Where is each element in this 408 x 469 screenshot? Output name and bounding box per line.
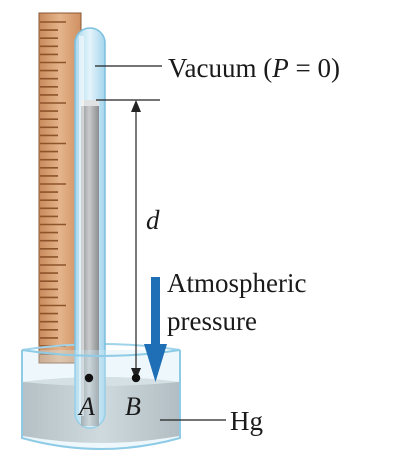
height-dimension — [96, 99, 160, 377]
height-label: d — [146, 205, 160, 235]
dish-front — [21, 350, 181, 450]
arrow-down-icon — [144, 277, 167, 382]
vacuum-label: Vacuum (P = 0) — [168, 53, 340, 83]
ruler — [38, 12, 82, 364]
point-b-dot — [131, 373, 141, 383]
atmospheric-label-line1: Atmospheric — [167, 268, 306, 298]
barometer-tube — [74, 27, 106, 429]
point-a-label: A — [77, 392, 95, 421]
vacuum-label-suffix: = 0) — [289, 53, 340, 83]
atmospheric-label-line2: pressure — [167, 306, 257, 336]
mercury-label: Hg — [230, 406, 263, 436]
point-b-label: B — [125, 392, 141, 421]
height-arrow-top — [131, 100, 141, 112]
point-a-dot — [84, 373, 94, 383]
vacuum-label-prefix: Vacuum ( — [168, 53, 272, 83]
mercury-column — [81, 100, 99, 426]
vacuum-label-var: P — [271, 53, 289, 83]
